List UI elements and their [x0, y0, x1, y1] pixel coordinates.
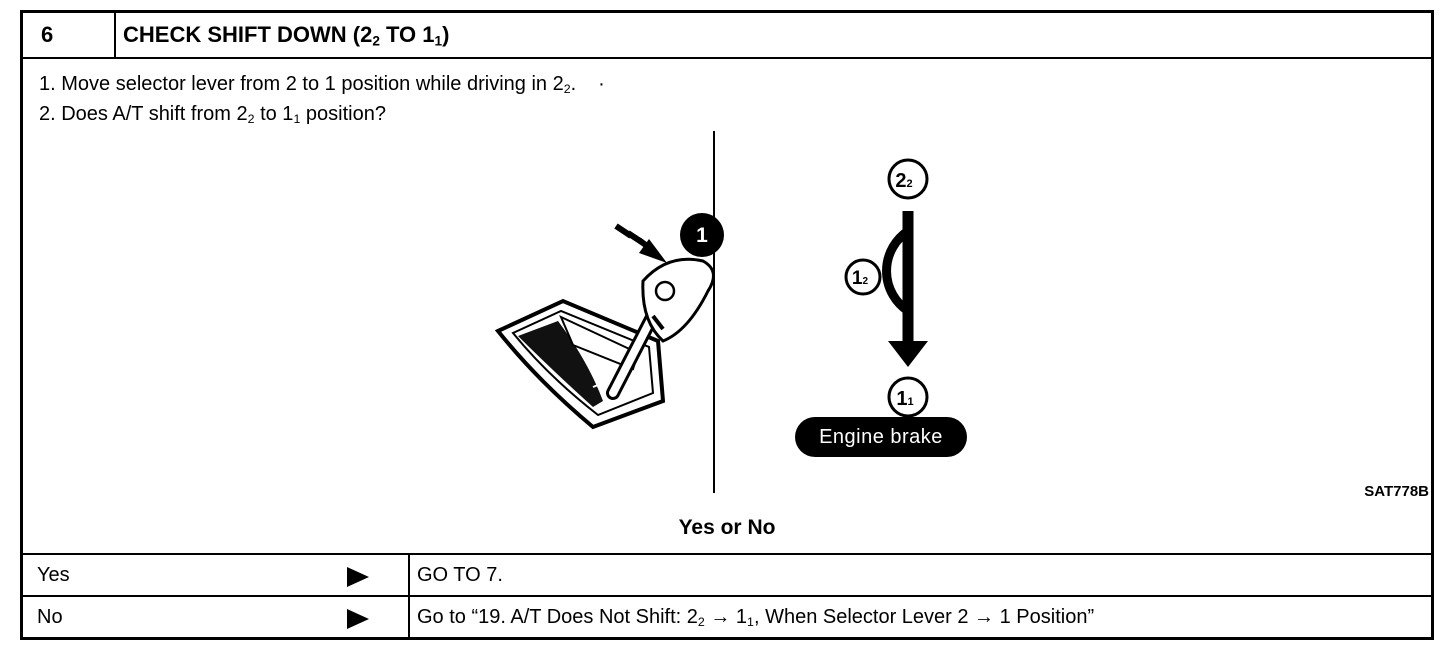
engine-brake-label: Engine brake [795, 417, 967, 457]
svg-text:12: 12 [852, 268, 869, 289]
answer-label: Yes [37, 564, 70, 586]
step-number: 6 [23, 13, 116, 57]
instruction-2: 2. Does A/T shift from 22 to 11 position… [39, 103, 386, 127]
svg-text:1: 1 [696, 224, 708, 247]
step-title: CHECK SHIFT DOWN (22 TO 11) [123, 22, 450, 49]
question-label: Yes or No [678, 516, 776, 539]
action-text: Go to “19. A/T Does Not Shift: 22 → 11, … [408, 597, 1094, 637]
svg-text:22: 22 [895, 170, 912, 192]
instruction-1: 1. Move selector lever from 2 to 1 posit… [39, 73, 605, 97]
answer-row-no: No Go to “19. A/T Does Not Shift: 22 → 1… [23, 595, 1431, 640]
arrow-right-icon [347, 609, 369, 629]
answer-label: No [37, 606, 63, 628]
diagnostic-step-sheet: 6 CHECK SHIFT DOWN (22 TO 11) 1. Move se… [20, 10, 1434, 640]
gear-2-2-icon [887, 158, 929, 200]
answer-row-yes: Yes GO TO 7. [23, 553, 1431, 595]
shift-figure: 1 22 12 11 Engine brake SAT778B [453, 131, 1433, 511]
svg-text:11: 11 [896, 388, 913, 410]
step-header: 6 CHECK SHIFT DOWN (22 TO 11) [23, 13, 1431, 59]
instructions: 1. Move selector lever from 2 to 1 posit… [39, 69, 605, 129]
figure-code: SAT778B [1364, 483, 1429, 500]
action-text: GO TO 7. [408, 555, 503, 595]
arrow-right-icon [347, 567, 369, 587]
gear-1-2-icon [844, 258, 882, 296]
gear-1-1-icon [887, 376, 929, 418]
selector-lever-illustration: 1 22 12 11 [494, 158, 929, 430]
figure-divider [713, 131, 715, 493]
